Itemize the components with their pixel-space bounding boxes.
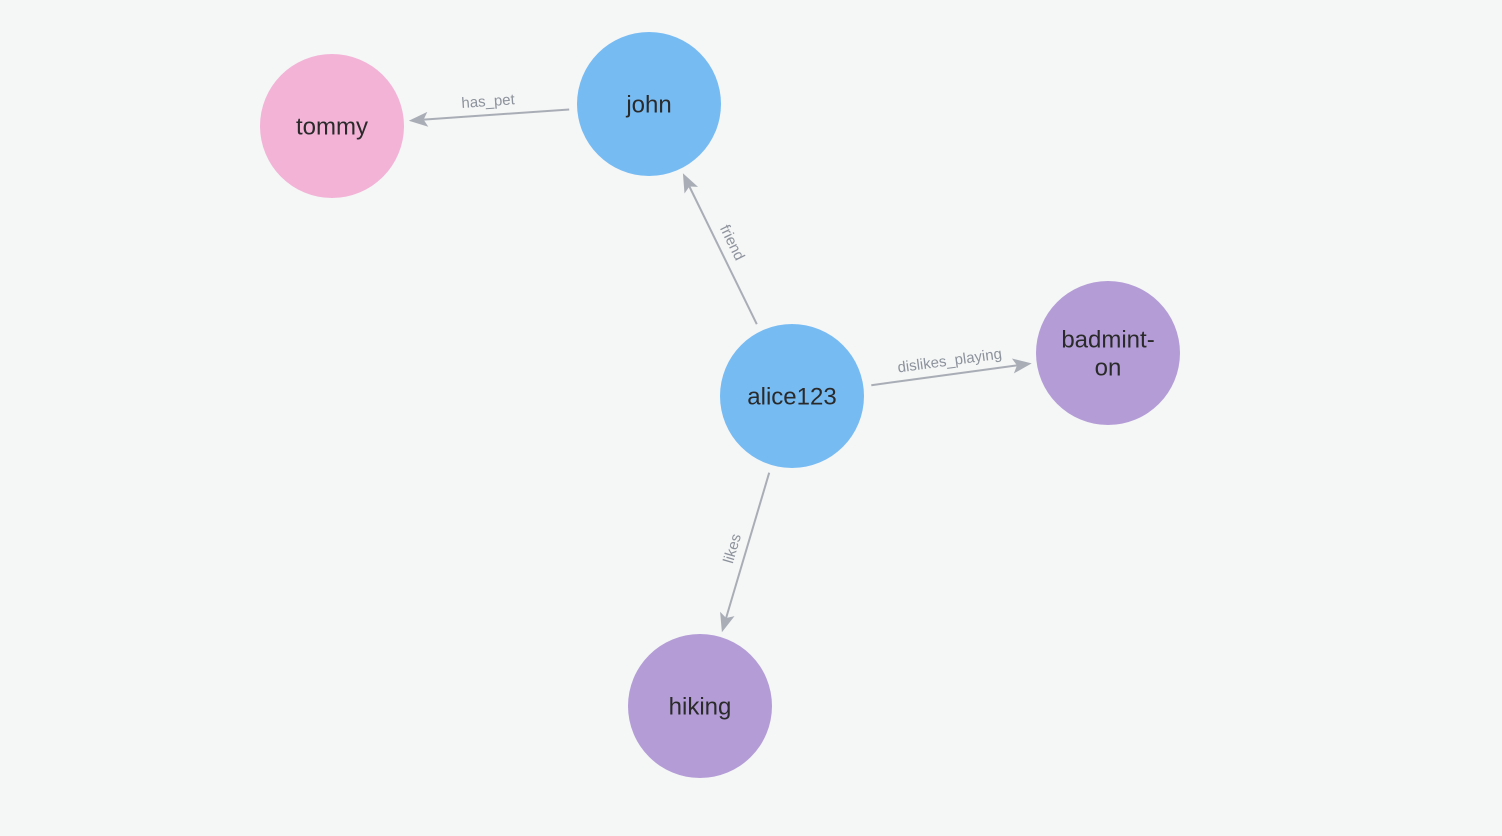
graph-node-tommy[interactable]: tommy bbox=[260, 54, 404, 198]
node-label: hiking bbox=[669, 694, 732, 721]
graph-edge-likes[interactable]: likes bbox=[720, 472, 771, 633]
edge-line[interactable] bbox=[688, 186, 758, 325]
node-label: john bbox=[625, 92, 671, 119]
node-circle-john[interactable] bbox=[577, 32, 721, 176]
edge-line[interactable] bbox=[725, 472, 771, 619]
node-circle-hiking[interactable] bbox=[628, 634, 772, 778]
node-label: badmint-on bbox=[1061, 327, 1154, 382]
graph-edge-friend[interactable]: friend bbox=[682, 173, 758, 325]
node-label: alice123 bbox=[747, 384, 836, 411]
edge-label: likes bbox=[720, 532, 745, 566]
graph-edge-has_pet[interactable]: has_pet bbox=[408, 91, 570, 127]
node-label: tommy bbox=[296, 114, 368, 141]
arrowhead-icon bbox=[408, 111, 429, 127]
edge-line[interactable] bbox=[423, 108, 570, 121]
graph-node-john[interactable]: john bbox=[577, 32, 721, 176]
arrowhead-icon bbox=[720, 611, 735, 633]
arrowhead-icon bbox=[1011, 358, 1032, 374]
edge-label: dislikes_playing bbox=[897, 345, 1003, 376]
graph-edge-dislikes_playing[interactable]: dislikes_playing bbox=[871, 345, 1032, 387]
edge-label: friend bbox=[716, 222, 748, 263]
graph-node-hiking[interactable]: hiking bbox=[628, 634, 772, 778]
edge-line[interactable] bbox=[871, 364, 1018, 387]
node-circle-badminton[interactable] bbox=[1036, 281, 1180, 425]
graph-node-alice123[interactable]: alice123 bbox=[720, 324, 864, 468]
node-circle-tommy[interactable] bbox=[260, 54, 404, 198]
graph-node-badminton[interactable]: badmint-on bbox=[1036, 281, 1180, 425]
node-circle-alice123[interactable] bbox=[720, 324, 864, 468]
edge-label: has_pet bbox=[461, 91, 516, 112]
arrowhead-icon bbox=[682, 173, 698, 194]
